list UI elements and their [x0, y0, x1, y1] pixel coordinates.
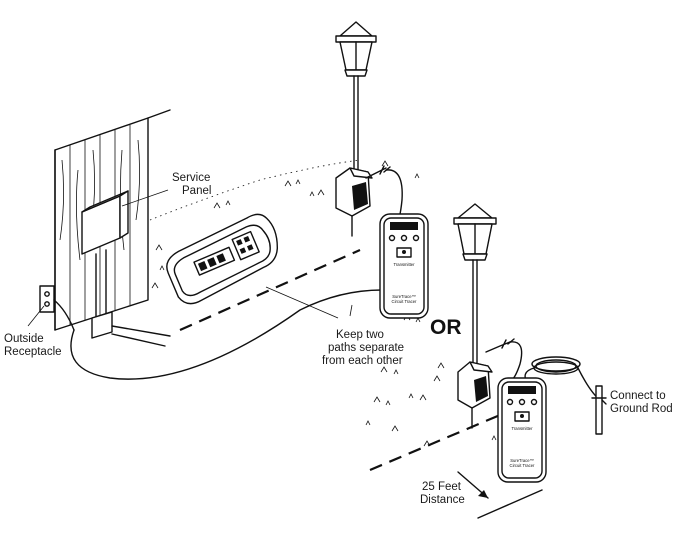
- transmitter-2: Transmitter SureTrace™ Circuit Tracer: [497, 377, 547, 483]
- ground-rod-label: Connect to Ground Rod: [610, 390, 673, 415]
- clip-lamp-1: [365, 165, 391, 179]
- transmitter-1-brand: SureTrace™: [392, 294, 416, 299]
- outside-receptacle-label: Outside Receptacle: [4, 333, 62, 358]
- wall-conduit-box: [91, 311, 171, 347]
- distance-indicator: [457, 471, 543, 519]
- transmitter-1-model: Circuit Tracer: [392, 299, 418, 304]
- lamp-post-2: [453, 203, 497, 429]
- distance-label: 25 Feet Distance: [420, 481, 465, 506]
- grass-tufts: [151, 160, 497, 447]
- keep-paths-label: Keep two paths separate from each other: [322, 329, 407, 367]
- transmitter-1-label: Transmitter: [393, 262, 415, 267]
- clip-lamp-2: [485, 338, 515, 353]
- path-one: [179, 248, 361, 332]
- transmitter-2-brand: SureTrace™: [510, 458, 534, 463]
- transmitter-2-model: Circuit Tracer: [510, 463, 536, 468]
- ground-rod: [591, 385, 607, 435]
- transmitter-1: Transmitter SureTrace™ Circuit Tracer: [379, 213, 429, 319]
- keep-paths-pointer-1: [265, 286, 339, 319]
- lamp-post-1: [335, 21, 377, 237]
- keep-paths-pointer-2: [349, 304, 353, 317]
- path-two: [369, 413, 501, 472]
- receiver-device: [166, 213, 278, 305]
- service-panel-label: Service Panel: [172, 172, 214, 197]
- outside-receptacle: [27, 285, 75, 331]
- or-label: OR: [430, 316, 462, 339]
- service-panel-pointer: [121, 189, 169, 207]
- wire-receptacle-to-transmitter: [70, 289, 383, 380]
- wire-lamp2-transmitter: [509, 341, 523, 381]
- lawn-edge: [149, 159, 361, 221]
- service-panel: [81, 190, 129, 326]
- transmitter-2-label: Transmitter: [511, 426, 533, 431]
